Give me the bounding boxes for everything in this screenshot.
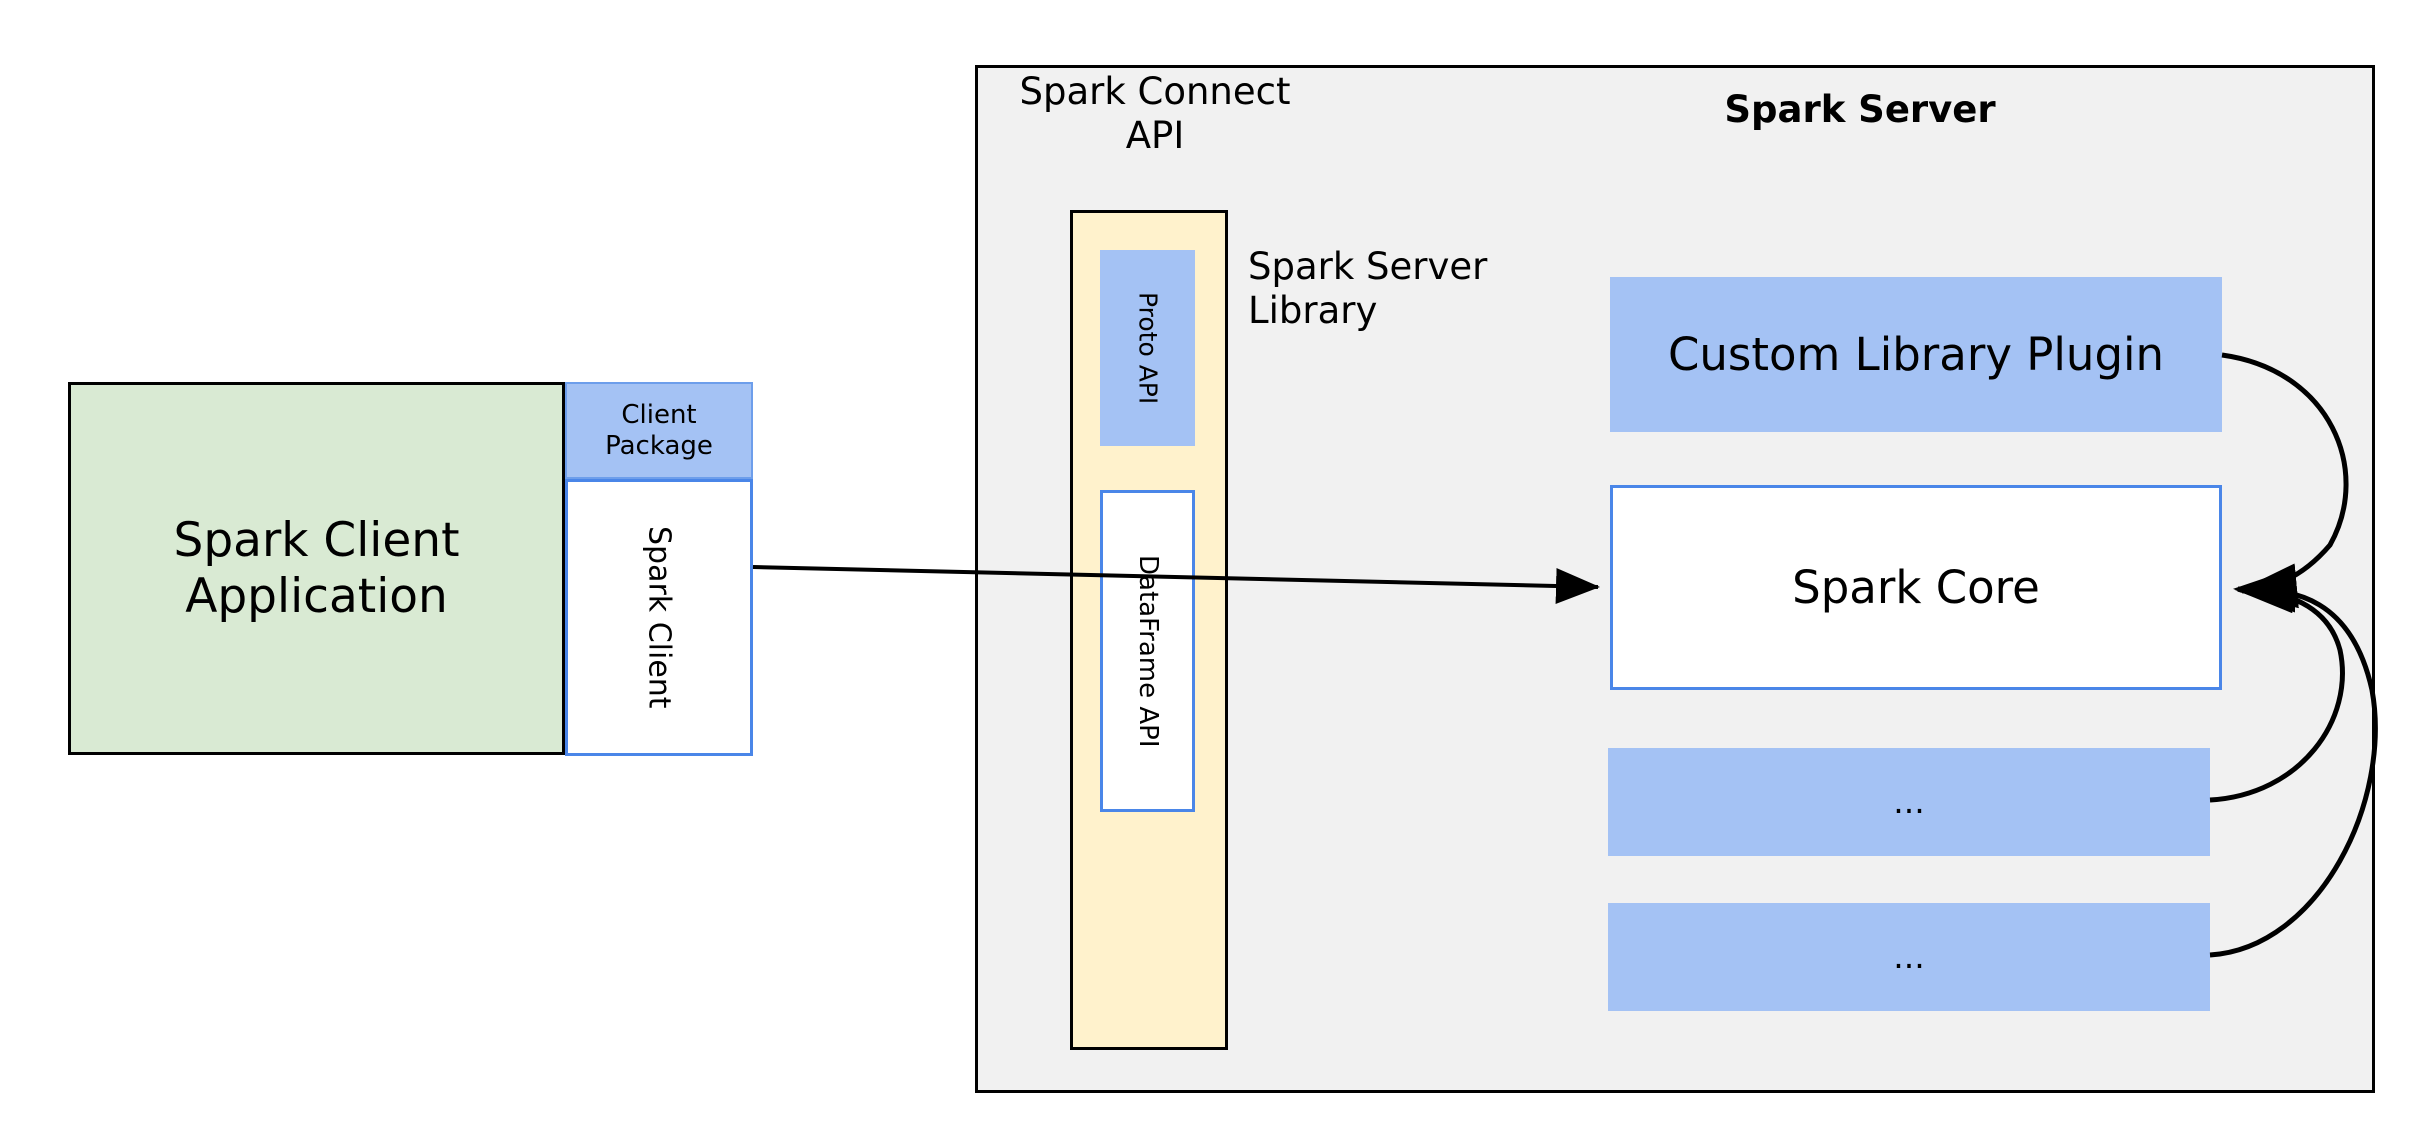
spark-core-label: Spark Core bbox=[1792, 560, 2040, 614]
custom-library-plugin-label: Custom Library Plugin bbox=[1667, 327, 2165, 381]
spark-connect-api-label: Spark Connect API bbox=[1010, 70, 1300, 170]
spark-client-label: Spark Client bbox=[641, 526, 677, 709]
spark-server-library-label: Spark Server Library bbox=[1248, 245, 1548, 345]
proto-api-label: Proto API bbox=[1133, 291, 1163, 405]
spark-client-application-label: Spark Client Application bbox=[173, 513, 460, 624]
client-package-label: Client Package bbox=[605, 399, 713, 461]
spark-connect-api-text: Spark Connect API bbox=[1019, 70, 1291, 157]
spark-client-box[interactable]: Spark Client bbox=[565, 479, 753, 756]
client-package-box[interactable]: Client Package bbox=[565, 382, 753, 479]
proto-api-box[interactable]: Proto API bbox=[1100, 250, 1195, 446]
spark-server-library-text: Spark Server Library bbox=[1248, 245, 1488, 332]
spark-core-box[interactable]: Spark Core bbox=[1610, 485, 2222, 690]
ellipsis-box-1-label: ... bbox=[1893, 781, 1925, 821]
dataframe-api-label: DataFrame API bbox=[1132, 554, 1163, 748]
ellipsis-box-2-label: ... bbox=[1893, 936, 1925, 976]
spark-client-application-box[interactable]: Spark Client Application bbox=[68, 382, 565, 755]
custom-library-plugin-box[interactable]: Custom Library Plugin bbox=[1610, 277, 2222, 432]
ellipsis-box-2[interactable]: ... bbox=[1608, 903, 2210, 1011]
ellipsis-box-1[interactable]: ... bbox=[1608, 748, 2210, 856]
spark-server-title-text: Spark Server bbox=[1724, 88, 1996, 132]
spark-server-title: Spark Server bbox=[1700, 85, 2020, 135]
dataframe-api-box[interactable]: DataFrame API bbox=[1100, 490, 1195, 812]
